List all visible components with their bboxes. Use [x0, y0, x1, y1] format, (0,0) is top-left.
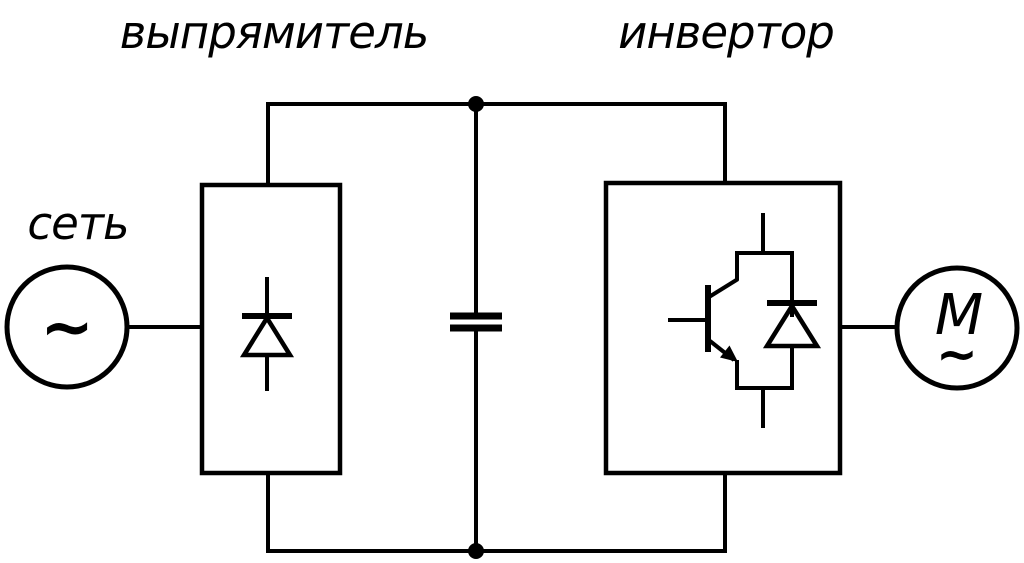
rectifier-diode — [239, 277, 295, 391]
rectifier-label: выпрямитель — [120, 6, 428, 59]
igbt-emitter-arrowhead — [720, 345, 738, 362]
igbt-transistor — [668, 213, 794, 428]
dc-link-capacitor — [450, 104, 502, 551]
rectifier-box — [199, 182, 343, 476]
ac-source-tilde: ~ — [40, 291, 94, 365]
motor-circle — [894, 265, 1020, 391]
inverter-label: инвертор — [618, 6, 834, 59]
ac-source: ~ — [4, 264, 203, 390]
mains-label: сеть — [27, 197, 128, 250]
dc-bus — [266, 96, 727, 559]
rectifier-block — [199, 182, 343, 476]
inverter-block — [603, 180, 843, 476]
motor-ac-tilde: ~ — [936, 325, 978, 383]
igbt-collector-diagonal — [707, 277, 740, 299]
rectifier-diode-triangle — [239, 313, 295, 358]
motor: M ~ — [840, 265, 1020, 391]
freewheel-diode — [762, 251, 822, 390]
motor-letter: M — [935, 283, 983, 348]
